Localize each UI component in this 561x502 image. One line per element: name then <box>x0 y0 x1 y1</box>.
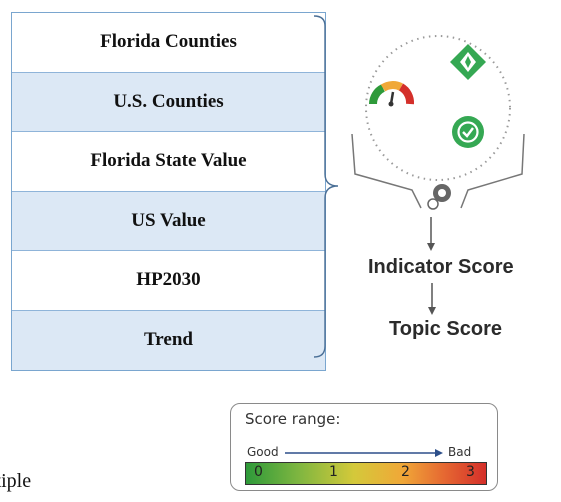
legend-title: Score range: <box>245 410 341 428</box>
topic-score-label: Topic Score <box>389 318 502 340</box>
tick-label: 2 <box>401 464 410 480</box>
table-row: US Value <box>12 191 325 251</box>
table-row: Florida Counties <box>12 13 325 73</box>
tick-label: 3 <box>466 464 475 480</box>
bracket <box>313 15 339 358</box>
score-gradient-bar: 0 1 2 3 <box>245 462 487 485</box>
legend-good-label: Good <box>247 445 279 459</box>
gear-icon <box>427 184 451 210</box>
arrow-right-icon <box>285 449 443 457</box>
row-label: U.S. Counties <box>113 90 224 112</box>
table-row: Florida State Value <box>12 132 325 192</box>
indicator-score-label: Indicator Score <box>368 256 514 278</box>
row-label: US Value <box>131 209 206 231</box>
funnel-right <box>460 133 525 209</box>
funnel-left <box>351 133 422 209</box>
score-range-legend: Score range: Good Bad 0 1 2 3 <box>230 403 498 491</box>
row-label: HP2030 <box>136 269 201 291</box>
gauge-icon <box>369 81 415 107</box>
check-circle-icon <box>452 116 484 148</box>
row-label: Florida Counties <box>100 31 237 53</box>
dotted-circle <box>365 35 511 181</box>
legend-bad-label: Bad <box>448 445 472 459</box>
table-row: HP2030 <box>12 251 325 311</box>
body-text-fragment: ultiple <box>0 470 32 492</box>
table-row: U.S. Counties <box>12 72 325 132</box>
funnel-graphic <box>351 35 525 251</box>
comparison-table: Florida Counties U.S. Counties Florida S… <box>11 12 326 371</box>
arrow-down <box>428 283 436 315</box>
diamond-arrows-icon <box>450 44 486 80</box>
row-label: Trend <box>144 329 193 351</box>
tick-label: 1 <box>329 464 338 480</box>
row-label: Florida State Value <box>90 150 247 172</box>
tick-label: 0 <box>254 464 263 480</box>
table-row: Trend <box>12 310 325 370</box>
